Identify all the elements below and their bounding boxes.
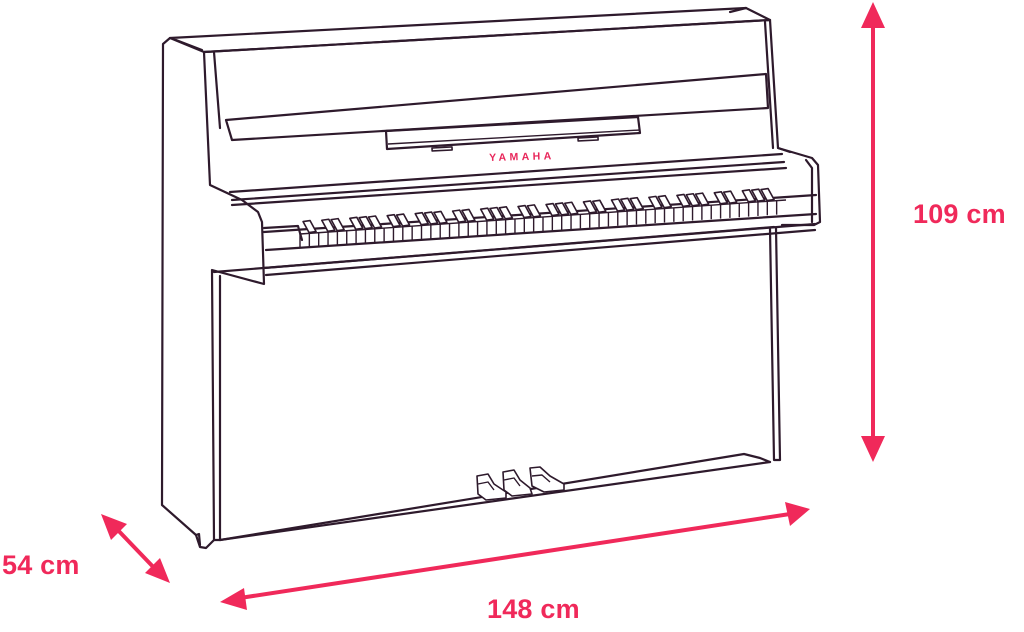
depth-dimension-arrow bbox=[101, 514, 170, 583]
depth-label: 54 cm bbox=[2, 550, 80, 580]
width-label: 148 cm bbox=[487, 594, 580, 624]
pedals bbox=[476, 466, 565, 501]
width-dimension-arrow bbox=[220, 502, 810, 610]
brand-logo: YAMAHA bbox=[489, 150, 555, 164]
height-label: 109 cm bbox=[913, 199, 1006, 229]
piano-keys bbox=[299, 187, 787, 248]
piano-body bbox=[160, 6, 822, 550]
height-dimension-arrow bbox=[861, 2, 885, 462]
